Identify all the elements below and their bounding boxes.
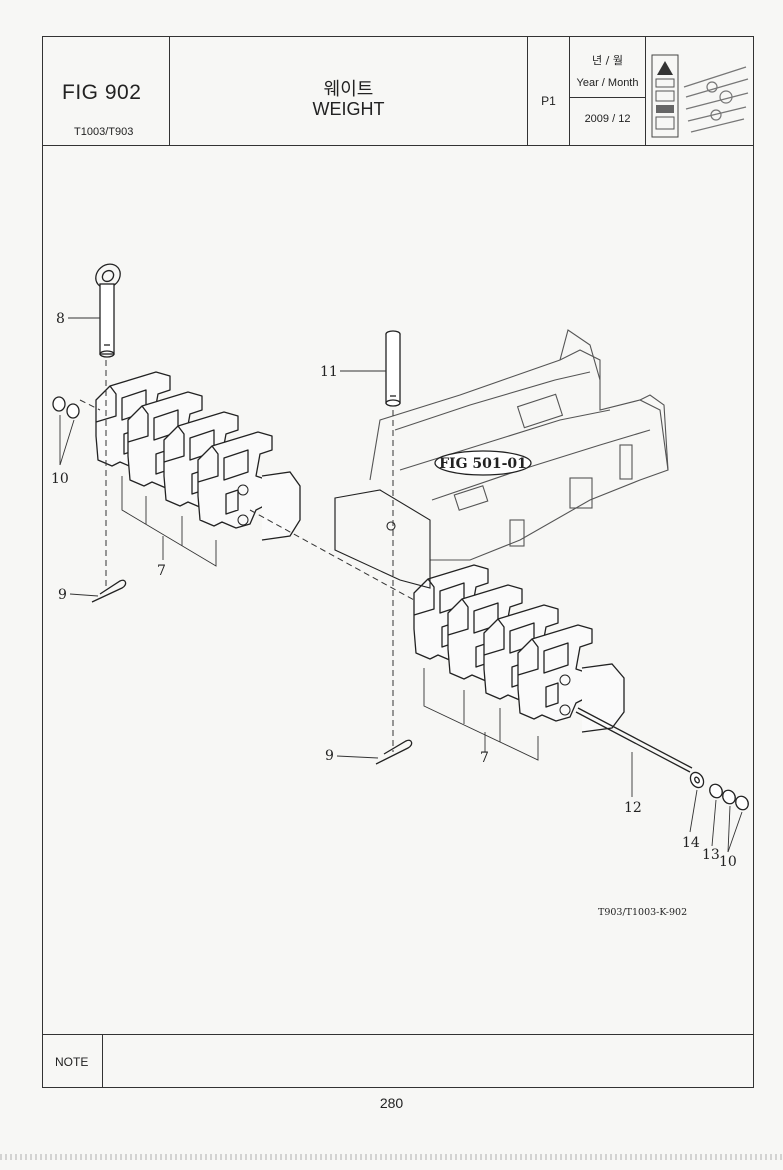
leader-lines xyxy=(59,317,743,853)
callout-7-left: 7 xyxy=(157,563,166,579)
title-korean: 웨이트 xyxy=(323,79,374,100)
safety-decal-cell xyxy=(646,37,755,145)
callout-9-right: 9 xyxy=(325,748,334,764)
drawing-code: T903/T1003-K-902 xyxy=(598,907,687,918)
year-month-english: Year / Month xyxy=(576,77,639,89)
divider xyxy=(570,97,645,98)
nut-10-right xyxy=(722,789,749,811)
fig-cell: FIG 902 T1003/T903 xyxy=(43,37,170,145)
callout-10-left: 10 xyxy=(51,471,69,487)
figure-reference: FIG 501-01 xyxy=(439,456,527,472)
r-clip-9-left xyxy=(91,579,127,603)
r-clip-9-right xyxy=(375,739,413,765)
nut-10-left xyxy=(52,396,80,419)
page-frame: FIG 902 T1003/T903 웨이트 WEIGHT P1 년 / 월 Y… xyxy=(42,36,754,1088)
title-english: WEIGHT xyxy=(312,99,385,119)
note-label: NOTE xyxy=(55,1055,89,1069)
fig-number: FIG 902 xyxy=(62,81,142,104)
weight-stack-right xyxy=(413,564,625,733)
pin-11 xyxy=(385,330,401,407)
date-value: 2009 / 12 xyxy=(584,113,631,125)
page-code: P1 xyxy=(541,94,556,108)
note-row: NOTE xyxy=(43,1034,753,1088)
date-cell: 년 / 월 Year / Month 2009 / 12 xyxy=(570,37,646,145)
washer-13 xyxy=(709,783,723,799)
callout-8: 8 xyxy=(56,311,65,327)
title-cell: 웨이트 WEIGHT xyxy=(170,37,528,145)
figure-reference-oval xyxy=(434,450,532,476)
bolt-12 xyxy=(575,707,693,773)
safety-decal-icon xyxy=(651,54,749,138)
pin-8 xyxy=(95,263,121,358)
callout-11: 11 xyxy=(320,364,338,380)
page-number: 280 xyxy=(379,1095,404,1111)
callout-14: 14 xyxy=(682,835,700,851)
callout-9-left: 9 xyxy=(58,587,67,603)
assembly-centerlines xyxy=(79,360,415,752)
scan-edge xyxy=(0,1154,783,1160)
title-block: FIG 902 T1003/T903 웨이트 WEIGHT P1 년 / 월 Y… xyxy=(43,37,753,146)
note-label-cell: NOTE xyxy=(43,1035,103,1088)
model-number: T1003/T903 xyxy=(74,126,134,138)
tractor-front-frame xyxy=(334,329,669,589)
callout-7-right: 7 xyxy=(480,750,489,766)
callout-10-right: 10 xyxy=(719,854,737,870)
callout-13: 13 xyxy=(702,847,720,863)
callout-12: 12 xyxy=(624,800,642,816)
washer-14 xyxy=(689,771,705,789)
weight-stack-left xyxy=(95,371,301,541)
page-cell: P1 xyxy=(528,37,570,145)
year-month-korean: 년 / 월 xyxy=(592,54,623,67)
